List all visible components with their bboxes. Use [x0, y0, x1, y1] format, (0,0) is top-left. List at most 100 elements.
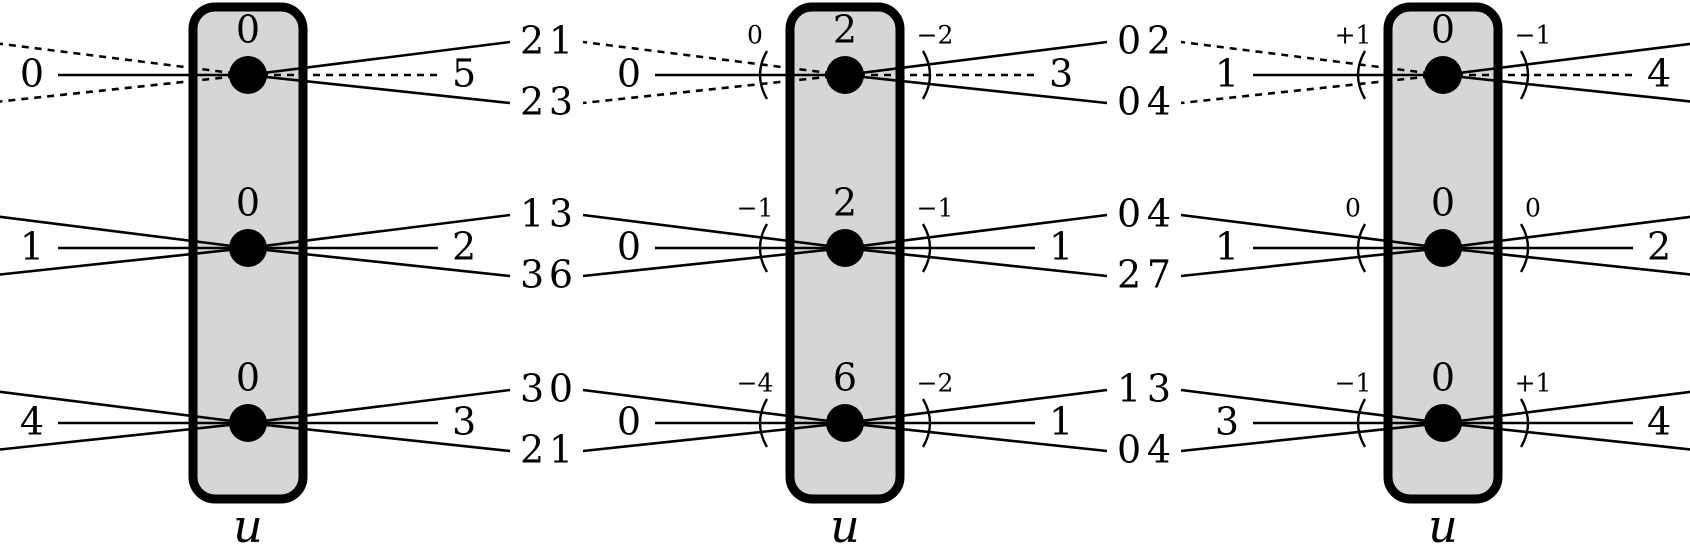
edge-weight-left: 3 — [1147, 367, 1171, 411]
cut-arc-right — [921, 398, 932, 448]
edge-right — [247, 40, 511, 77]
node-value: 6 — [833, 356, 857, 400]
node-row: 417123000 — [1147, 181, 1690, 297]
edge-weight-right: 2 — [1117, 253, 1141, 297]
vertex-node — [826, 404, 864, 442]
edge-weight-right: 1 — [1117, 367, 1141, 411]
edge-left — [1180, 388, 1444, 425]
cut-arc-left — [1356, 50, 1367, 100]
cut-arc-left — [758, 50, 769, 100]
cut-arc-right — [921, 50, 932, 100]
edge-weight-left: 0 — [617, 225, 641, 269]
group-label: u — [1428, 499, 1458, 545]
cut-arc-left — [758, 223, 769, 273]
cut-arc-right — [1519, 50, 1530, 100]
node-value: 0 — [236, 8, 260, 52]
node-value: 0 — [236, 181, 260, 225]
edge-weight-right: 0 — [1117, 192, 1141, 236]
edge-weight-right: 0 — [1117, 428, 1141, 472]
edge-right — [844, 388, 1108, 425]
cut-value-right: −2 — [917, 369, 954, 398]
edge-weight-right: 2 — [520, 428, 544, 472]
node-row: 1032520 — [0, 8, 544, 124]
dashed-edge-left — [582, 73, 846, 105]
cut-value-left: +1 — [1335, 21, 1372, 50]
edge-weight-right: 0 — [1117, 80, 1141, 124]
node-row: 214141+1−10 — [1147, 8, 1690, 124]
vertex-node — [1424, 56, 1462, 94]
node-row: 4453320 — [0, 356, 544, 472]
edge-weight-right: 4 — [1647, 400, 1671, 444]
cut-value-right: +1 — [1515, 369, 1552, 398]
cut-arc-left — [1356, 223, 1367, 273]
vertex-node — [826, 56, 864, 94]
dashed-edge-left — [1180, 73, 1444, 105]
cut-value-right: −1 — [917, 194, 954, 223]
cut-arc-right — [921, 223, 932, 273]
edge-right — [844, 73, 1108, 105]
node-value: 0 — [1431, 181, 1455, 225]
edge-weight-left: 7 — [1147, 253, 1171, 297]
cut-arc-left — [1356, 398, 1367, 448]
edge-weight-left: 4 — [1147, 192, 1171, 236]
edge-left — [0, 421, 249, 451]
edge-weight-left: 0 — [20, 52, 44, 96]
edge-right — [247, 246, 511, 278]
edge-weight-left: 3 — [549, 80, 573, 124]
edge-weight-right: 0 — [1117, 19, 1141, 63]
panel-3: u214141+1−10417123000334443−1+10 — [1147, 2, 1690, 545]
edge-right — [247, 213, 511, 250]
dashed-edge-left — [582, 40, 846, 77]
node-value: 2 — [833, 8, 857, 52]
edge-weight-left: 0 — [549, 367, 573, 411]
node-value: 0 — [236, 356, 260, 400]
dashed-edge-left — [0, 42, 249, 77]
edge-left — [582, 421, 846, 453]
edge-weight-right: 3 — [520, 367, 544, 411]
edge-right — [247, 73, 511, 105]
edge-weight-right: 3 — [520, 253, 544, 297]
edge-weight-left: 4 — [1147, 428, 1171, 472]
edge-left — [0, 246, 249, 276]
vertex-node — [229, 56, 267, 94]
edge-weight-left: 1 — [549, 19, 573, 63]
edge-weight-right: 2 — [520, 80, 544, 124]
vertex-node — [1424, 404, 1462, 442]
edge-left — [0, 390, 249, 425]
edge-right — [247, 388, 511, 425]
edge-left — [582, 213, 846, 250]
group-label: u — [830, 499, 860, 545]
cut-value-left: −1 — [1335, 369, 1372, 398]
edge-left — [582, 246, 846, 278]
edge-weight-right: 4 — [1647, 52, 1671, 96]
edge-weight-left: 6 — [549, 253, 573, 297]
edge-left — [582, 388, 846, 425]
edge-weight-left: 0 — [617, 52, 641, 96]
edge-weight-left: 1 — [20, 225, 44, 269]
edge-right — [844, 421, 1108, 453]
edge-weight-right: 3 — [452, 400, 476, 444]
dashed-edge-left — [1180, 40, 1444, 77]
edge-left — [1180, 213, 1444, 250]
node-value: 0 — [1431, 356, 1455, 400]
vertex-node — [826, 229, 864, 267]
edge-weight-right: 5 — [452, 52, 476, 96]
cut-arc-left — [758, 398, 769, 448]
node-row: 4171230 — [0, 181, 544, 297]
edge-weight-right: 1 — [520, 192, 544, 236]
edge-weight-left: 3 — [1215, 400, 1239, 444]
edge-weight-right: 1 — [1049, 400, 1073, 444]
edge-right — [1442, 421, 1690, 451]
cut-value-left: −4 — [737, 369, 774, 398]
edge-left — [1180, 246, 1444, 278]
node-value: 0 — [1431, 8, 1455, 52]
edge-weight-left: 1 — [1215, 52, 1239, 96]
edge-left — [0, 215, 249, 250]
cut-arc-right — [1519, 398, 1530, 448]
edge-weight-left: 2 — [1147, 19, 1171, 63]
edge-weight-right: 2 — [452, 225, 476, 269]
